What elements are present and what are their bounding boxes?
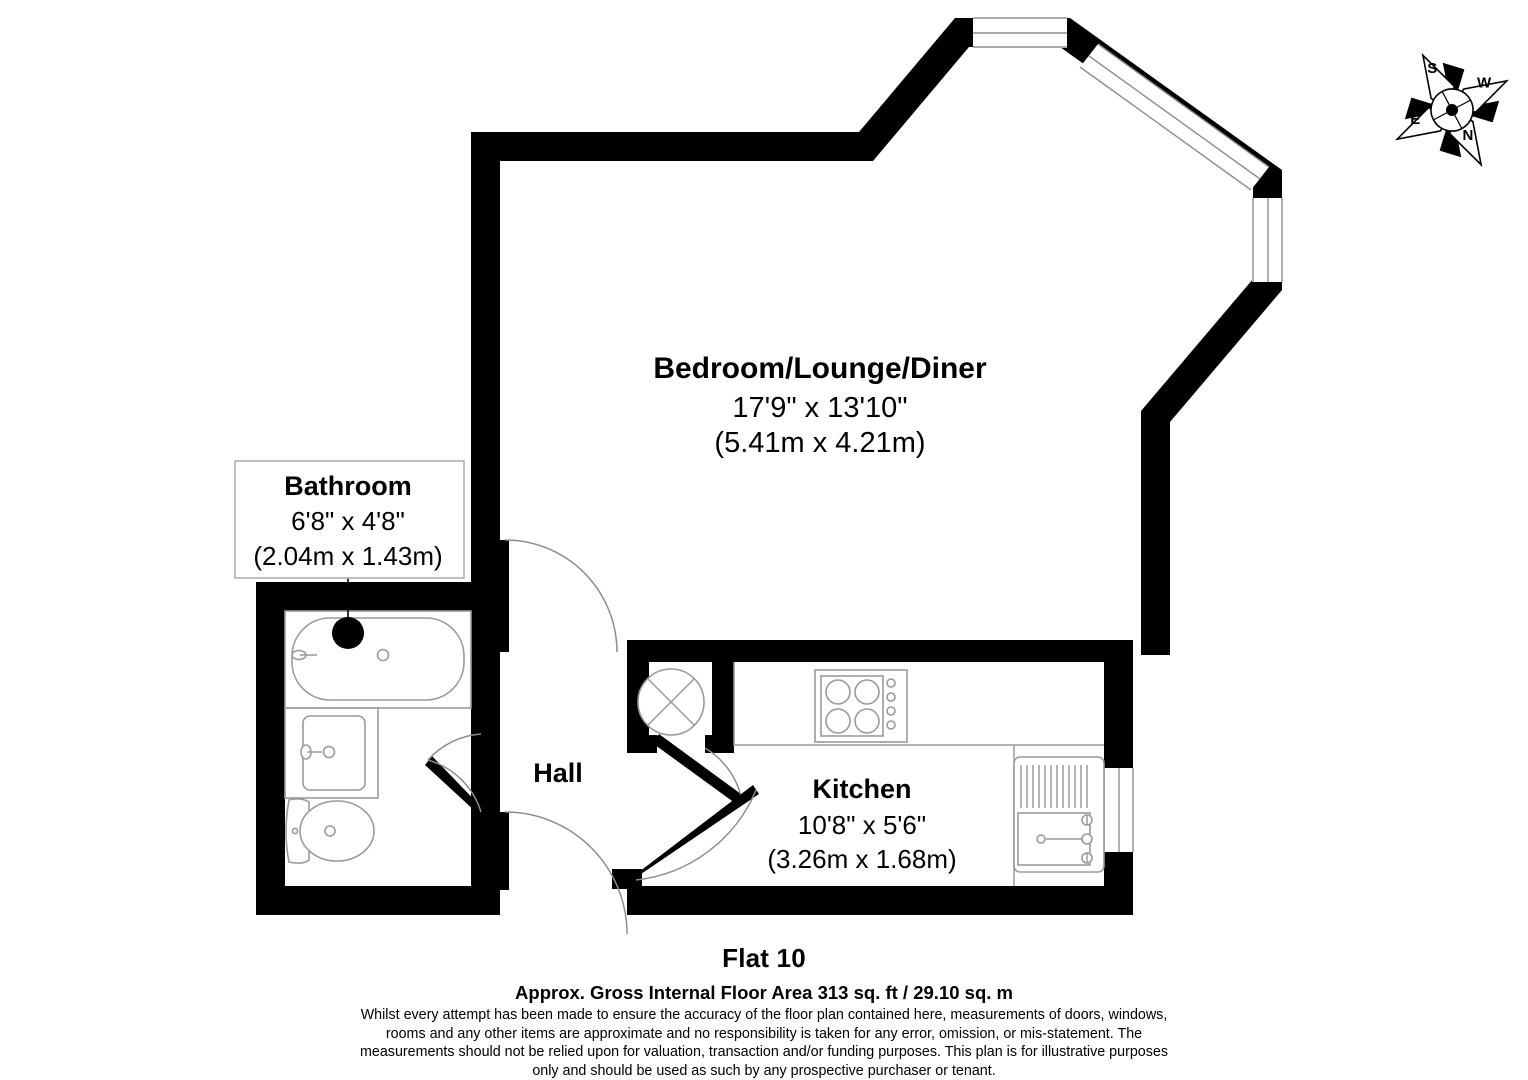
room-labels: Bedroom/Lounge/Diner 17'9" x 13'10" (5.4… xyxy=(253,352,987,874)
bedroom-label-title: Bedroom/Lounge/Diner xyxy=(653,352,987,385)
jamb-cupboard-right xyxy=(705,735,734,753)
bath-plughole-icon xyxy=(376,648,390,662)
compass-rose: N S E W xyxy=(1394,52,1510,168)
sink-plughole-icon xyxy=(1036,834,1046,844)
kitchen-door-leaf[interactable] xyxy=(631,785,759,878)
bedroom-label-metric: (5.41m x 4.21m) xyxy=(714,427,925,459)
bathroom-label-metric: (2.04m x 1.43m) xyxy=(253,541,442,571)
hob-burner xyxy=(825,708,851,734)
flat-title: Flat 10 xyxy=(722,943,806,973)
hob-knob xyxy=(886,692,896,702)
shower-head-icon xyxy=(332,617,364,649)
cylinder-cupboard xyxy=(637,668,705,736)
hob-knob xyxy=(886,720,896,730)
compass-south-label: S xyxy=(1427,60,1437,77)
hall-entry-door-arc xyxy=(504,811,628,935)
disclaimer-text: Whilst every attempt has been made to en… xyxy=(0,1006,1528,1080)
disclaimer-line: Whilst every attempt has been made to en… xyxy=(360,1007,1168,1023)
kitchen-fixtures xyxy=(733,662,1105,886)
cistern-button-icon xyxy=(291,827,299,835)
bathroom-label-imperial: 6'8" x 4'8" xyxy=(291,506,405,536)
hob-burner xyxy=(854,708,880,734)
basin-plughole-icon xyxy=(322,745,336,759)
disclaimer-line: only and should be used as such by any p… xyxy=(532,1062,996,1079)
wall-cupboard-right xyxy=(712,655,734,753)
hob-knob xyxy=(886,678,896,688)
kitchen-door[interactable] xyxy=(631,785,759,881)
toilet-flush-icon xyxy=(324,825,336,837)
jamb-cupboard-left xyxy=(627,735,657,753)
cupboard-door-arc xyxy=(704,747,743,802)
bathroom-door-arc-2 xyxy=(427,759,482,813)
compass-north-label: N xyxy=(1463,127,1474,144)
bathroom-door[interactable] xyxy=(425,733,486,813)
doors xyxy=(425,539,759,935)
kitchen-label-metric: (3.26m x 1.68m) xyxy=(767,844,956,874)
wall-bathroom-lower-jamb xyxy=(471,812,500,886)
bathroom-label-title: Bathroom xyxy=(284,471,412,501)
compass-west-label: W xyxy=(1477,74,1492,91)
bathroom-door-leaf[interactable] xyxy=(425,756,486,812)
cupboard-door[interactable] xyxy=(651,734,745,806)
bedroom-door-arc xyxy=(504,539,618,653)
hob-burner xyxy=(825,679,851,705)
bedroom-door-leaf[interactable] xyxy=(500,540,509,652)
toilet-icon xyxy=(299,800,375,862)
bedroom-label-imperial: 17'9" x 13'10" xyxy=(732,392,907,424)
floor-area-text: Approx. Gross Internal Floor Area 313 sq… xyxy=(515,982,1013,1003)
kitchen-label-title: Kitchen xyxy=(812,774,911,804)
disclaimer-line: measurements should not be relied upon f… xyxy=(360,1044,1168,1060)
bathroom-door-arc xyxy=(427,733,482,761)
kitchen-door-arc xyxy=(635,789,757,881)
hall-label-title: Hall xyxy=(533,758,583,788)
bathroom-label-box xyxy=(234,460,465,579)
cupboard-door-leaf[interactable] xyxy=(651,734,745,806)
disclaimer-line: rooms and any other items are approximat… xyxy=(385,1025,1143,1042)
compass-east-label: E xyxy=(1410,111,1420,128)
hob-burner xyxy=(854,679,880,705)
hall-entry-door[interactable] xyxy=(500,811,628,935)
bathtub-icon xyxy=(291,617,465,701)
hall-entry-door-leaf[interactable] xyxy=(500,812,509,890)
drainer-ridges xyxy=(1020,765,1088,808)
sink-tap-icons xyxy=(1081,814,1093,864)
wall-kitchen-top xyxy=(627,640,1133,662)
wall-bathroom-upper-jamb xyxy=(471,611,500,733)
wall-structure xyxy=(256,18,1282,915)
bathroom-fixtures xyxy=(284,610,472,864)
hob-knob xyxy=(886,706,896,716)
jamb-hall-entry xyxy=(612,869,642,889)
sink-mixer-icon xyxy=(1081,833,1093,845)
windows xyxy=(973,17,1283,852)
kitchen-label-imperial: 10'8" x 5'6" xyxy=(798,810,926,840)
